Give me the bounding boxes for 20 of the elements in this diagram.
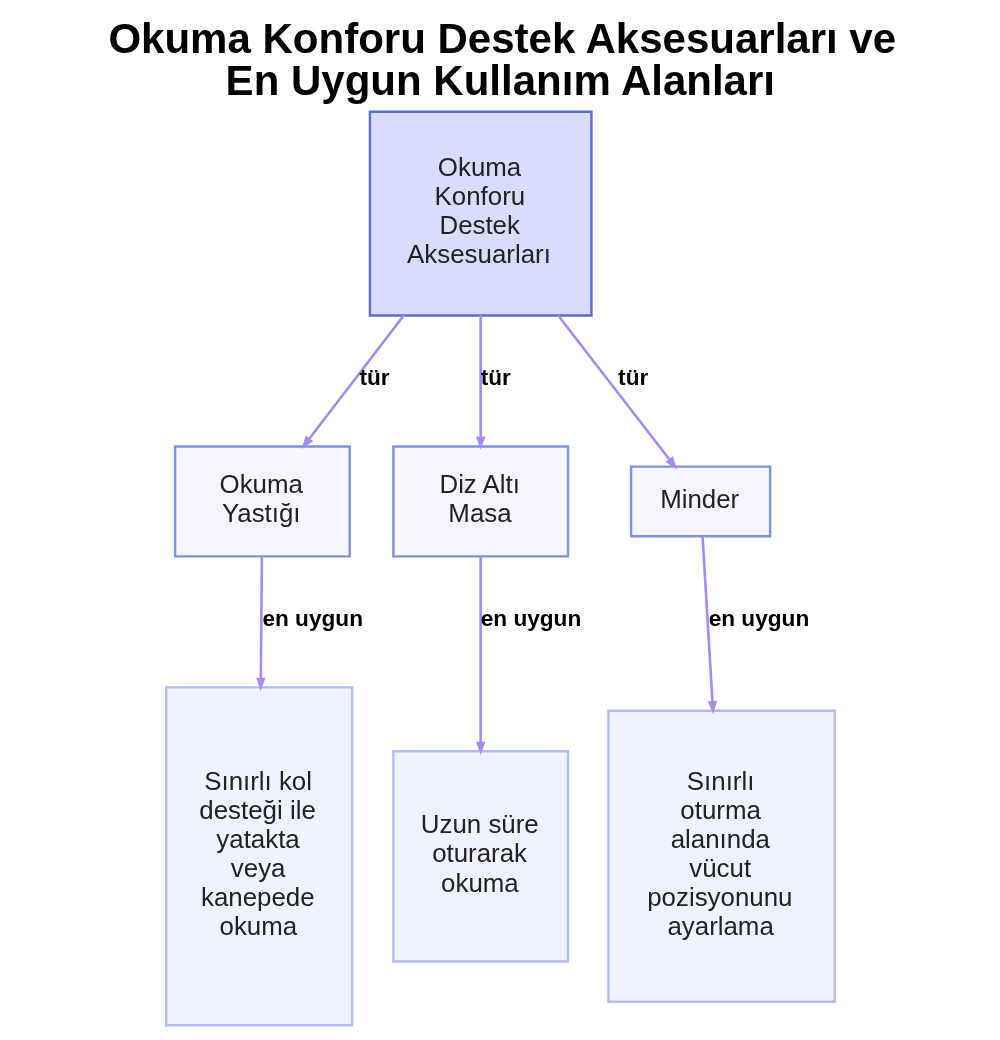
node-box: Minder bbox=[629, 465, 771, 538]
arrow bbox=[475, 556, 485, 756]
arrow bbox=[700, 536, 717, 715]
diagram-title: Okuma Konforu Destek Aksesuarları ve En Uygun Kullanım Alanları bbox=[107, 15, 896, 105]
edge-label: en uygun bbox=[708, 606, 809, 632]
edge-label: en uygun bbox=[261, 606, 363, 632]
edge-label: en uygun bbox=[480, 606, 581, 632]
arrow bbox=[475, 315, 485, 450]
node-box: Diz Altı Masa bbox=[391, 445, 569, 558]
edge-label: tür bbox=[358, 365, 390, 391]
edge-label: tür bbox=[480, 365, 511, 391]
arrow bbox=[300, 314, 405, 449]
arrow bbox=[556, 314, 677, 470]
node-box: Okuma Konforu Destek Aksesuarları bbox=[368, 110, 593, 317]
edge-label: tür bbox=[617, 365, 648, 391]
node-box: Sınırlı kol desteği ile yatakta veya kanepede okuma bbox=[164, 686, 353, 1027]
node-box: Sınırlı oturma alanında vücut pozisyonunu ayarlama bbox=[606, 709, 836, 1004]
node-box: Okuma Yastığı bbox=[173, 445, 351, 558]
node-box: Uzun süre oturarak okuma bbox=[391, 750, 569, 963]
arrow bbox=[255, 556, 265, 691]
